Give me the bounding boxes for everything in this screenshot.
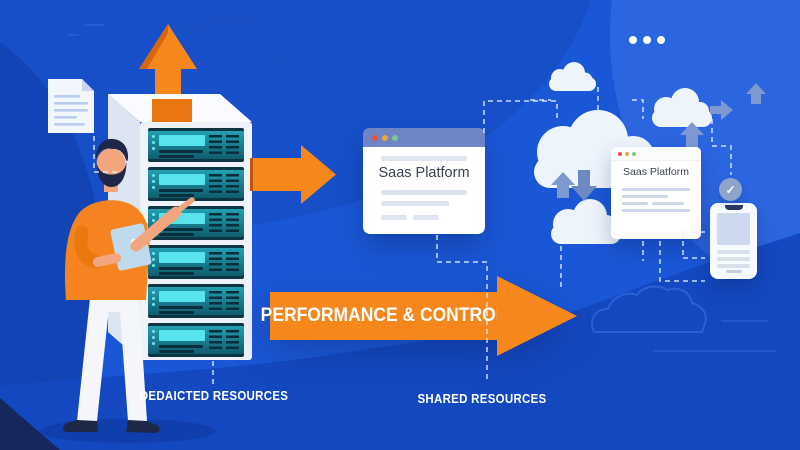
server-detail-line xyxy=(159,189,203,192)
server-detail-line xyxy=(159,155,194,158)
server-detail-line xyxy=(159,150,203,153)
server-unit xyxy=(148,128,244,162)
server-detail-line xyxy=(159,233,194,236)
cloud-right-icon xyxy=(652,88,712,127)
phone-home-bar xyxy=(725,269,742,273)
saas-platform-title: Saas Platform xyxy=(623,166,689,178)
banner-arrowhead xyxy=(497,276,577,356)
server-unit xyxy=(148,323,244,357)
server-lights-icon xyxy=(152,174,155,189)
placeholder-line xyxy=(717,257,750,261)
server-unit xyxy=(148,167,244,201)
server-rack-units xyxy=(148,128,244,362)
up-arrow-cloud-icon xyxy=(680,122,704,147)
server-detail-line xyxy=(159,350,194,353)
up-arrow-far-icon xyxy=(746,83,766,104)
server-unit xyxy=(148,245,244,279)
server-detail-line xyxy=(159,267,203,270)
window-dot-green-icon xyxy=(632,151,636,156)
window-titlebar xyxy=(611,147,701,161)
window-dot-green-icon xyxy=(392,134,398,141)
server-unit xyxy=(148,206,244,240)
small-browser-window: Saas Platform xyxy=(611,147,701,239)
placeholder-line xyxy=(622,209,690,212)
right-arrow-icon xyxy=(250,145,336,204)
window-dot-red-icon xyxy=(618,151,622,156)
server-vents-icon xyxy=(209,291,239,312)
server-vents-icon xyxy=(209,252,239,273)
placeholder-line xyxy=(381,201,449,206)
check-glyph: ✓ xyxy=(725,182,736,197)
server-screen xyxy=(159,174,205,185)
window-dot-yellow-icon xyxy=(625,151,629,156)
check-badge-icon: ✓ xyxy=(719,178,742,201)
server-lights-icon xyxy=(152,330,155,345)
window-titlebar xyxy=(363,128,485,147)
person-shadow xyxy=(40,419,216,443)
window-dot-red-icon xyxy=(372,134,378,141)
performance-banner-arrow: PERFORMANCE & CONTROL xyxy=(261,268,580,360)
cloud-small-top-icon xyxy=(549,62,596,91)
window-dot-yellow-icon xyxy=(382,134,388,141)
placeholder-line xyxy=(717,264,750,268)
phone-notch xyxy=(724,205,743,210)
phone-illustration xyxy=(710,203,757,279)
placeholder-line xyxy=(381,215,407,220)
up-arrow-small-icon xyxy=(551,172,575,198)
up-arrow-icon xyxy=(139,24,197,124)
down-arrow-icon xyxy=(571,170,597,201)
server-detail-line xyxy=(159,194,194,197)
server-detail-line xyxy=(159,306,203,309)
server-vents-icon xyxy=(209,135,239,156)
placeholder-line xyxy=(622,195,668,198)
shared-resources-label: SHARED RESOURCES xyxy=(417,392,547,406)
placeholder-line xyxy=(622,188,690,191)
server-vents-icon xyxy=(209,213,239,234)
server-lights-icon xyxy=(152,252,155,267)
phone-screen xyxy=(717,213,750,245)
server-detail-line xyxy=(159,228,203,231)
document-icon xyxy=(48,79,94,133)
server-lights-icon xyxy=(152,135,155,150)
right-arrow-small-icon xyxy=(710,100,733,120)
server-screen xyxy=(159,213,205,224)
server-vents-icon xyxy=(209,330,239,351)
dedicated-resources-label: DEDAICTED RESOURCES xyxy=(139,389,289,403)
cloud-outline-topleft-icon xyxy=(67,18,282,65)
orange-box xyxy=(152,99,192,124)
server-screen xyxy=(159,291,205,302)
placeholder-line xyxy=(622,202,648,205)
ellipsis-icon xyxy=(629,36,665,44)
server-detail-line xyxy=(159,272,194,275)
saas-platform-title: Saas Platform xyxy=(378,165,470,181)
placeholder-line xyxy=(717,250,750,254)
placeholder-line xyxy=(652,202,684,205)
tablet xyxy=(110,223,152,271)
server-lights-icon xyxy=(152,213,155,228)
server-vents-icon xyxy=(209,174,239,195)
placeholder-line xyxy=(413,215,439,220)
server-screen xyxy=(159,330,205,341)
server-screen xyxy=(159,252,205,263)
server-detail-line xyxy=(159,345,203,348)
placeholder-line xyxy=(381,156,467,161)
banner-text: PERFORMANCE & CONTROL xyxy=(261,305,507,326)
server-screen xyxy=(159,135,205,146)
server-lights-icon xyxy=(152,291,155,306)
server-detail-line xyxy=(159,311,194,314)
server-unit xyxy=(148,284,244,318)
cloud-outline-bottomright-icon xyxy=(590,285,777,352)
placeholder-line xyxy=(381,190,467,195)
banner-body: PERFORMANCE & CONTROL xyxy=(261,292,507,340)
main-browser-window: Saas Platform xyxy=(363,128,485,234)
